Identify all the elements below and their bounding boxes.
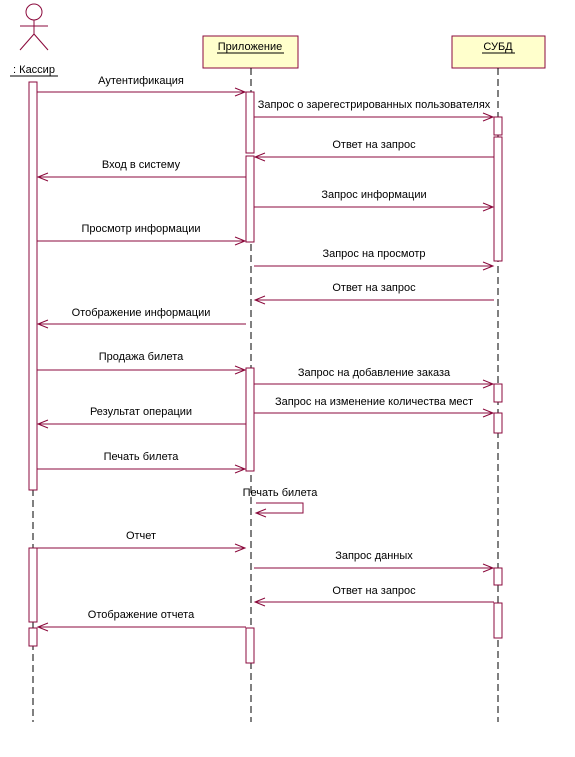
message-label: Запрос о зарегестрированных пользователя… [258,99,491,111]
message-label: Результат операции [90,406,192,418]
activation-actor-1 [28,81,38,491]
message-label: Отображение отчета [88,609,195,621]
participant-app-label: Приложение [218,41,283,53]
activation-actor-3 [28,627,38,647]
message-8: Отображение информации [36,307,246,329]
message-label: Ответ на запрос [332,585,416,597]
message-12: Результат операции [36,406,246,429]
message-1: Запрос о зарегестрированных пользователя… [254,99,495,122]
message-label: Запрос на просмотр [322,248,425,260]
activation-app-2 [245,155,255,243]
activation-app-1 [245,91,255,154]
message-label: Запрос на изменение количества мест [275,396,473,408]
message-label: Отчет [126,530,156,542]
message-5: Просмотр информации [37,223,247,246]
activation-db-6 [493,602,503,639]
message-14-self: Печать билета [243,487,319,518]
activation-app-4 [245,627,255,664]
message-label: Отображение информации [72,307,211,319]
message-10: Запрос на добавление заказа [254,367,495,389]
message-15: Отчет [37,530,247,553]
message-label: Запрос информации [321,189,426,201]
message-7: Ответ на запрос [253,282,494,305]
activation-actor-2 [28,547,38,623]
message-label: Продажа билета [99,351,184,363]
activation-db-3 [493,383,503,403]
message-label: Печать билета [104,451,180,463]
activation-db-2 [493,136,503,262]
message-16: Запрос данных [254,550,495,573]
message-3: Вход в систему [36,159,246,182]
message-label: Просмотр информации [81,223,200,235]
participant-db: СУБД [451,35,546,69]
message-2: Ответ на запрос [253,139,494,162]
actor-cashier-icon [19,3,49,51]
actor-cashier-label: : Кассир [13,64,55,76]
message-4: Запрос информации [254,189,495,212]
message-17: Ответ на запрос [253,585,494,607]
activation-db-5 [493,567,503,586]
activation-db-1 [493,116,503,136]
message-label: Запрос данных [335,550,413,562]
message-9: Продажа билета [37,351,247,375]
activation-app-3 [245,367,255,472]
message-13: Печать билета [37,451,247,474]
message-label: Ответ на запрос [332,139,416,151]
participant-app: Приложение [202,35,299,69]
message-label: Запрос на добавление заказа [298,367,451,379]
message-11: Запрос на изменение количества мест [254,396,495,418]
participant-db-label: СУБД [483,41,513,53]
message-label: Ответ на запрос [332,282,416,294]
message-label: Печать билета [243,487,319,499]
message-label: Вход в систему [102,159,181,171]
message-label: Аутентификация [98,75,184,87]
message-18: Отображение отчета [36,609,246,632]
message-0: Аутентификация [37,75,247,97]
activation-db-4 [493,412,503,434]
message-6: Запрос на просмотр [254,248,495,271]
